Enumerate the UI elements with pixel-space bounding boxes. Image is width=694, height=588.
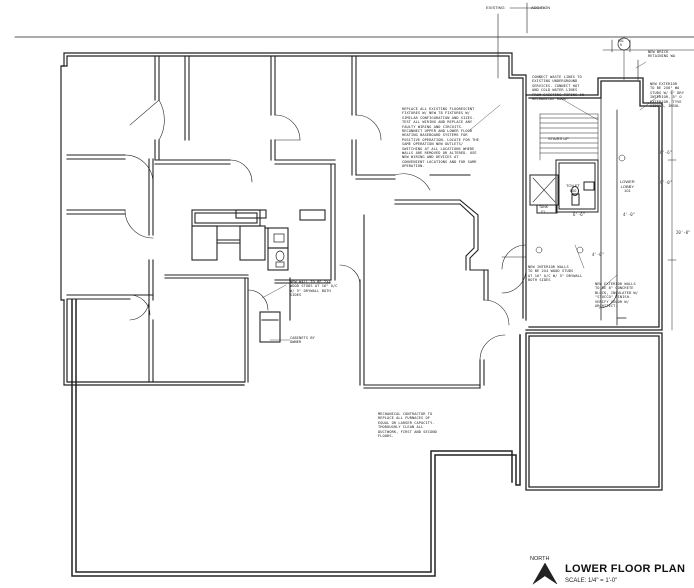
dimension-upper-height: 6'-6" xyxy=(660,150,673,155)
stairs-up-label: STAIRS UP xyxy=(548,136,569,141)
note-new-wall: NEW WALL TO BE 2x4 WOOD STUDS AT 16" o/c… xyxy=(290,280,338,298)
lower-lobby-label: LOWER LOBBY 101 xyxy=(620,179,635,194)
drawing-title: LOWER FLOOR PLAN xyxy=(565,563,686,575)
grid-bubble-label: 001 5 xyxy=(618,39,624,47)
toilet-room-label: TOILET 100 xyxy=(566,183,580,193)
note-interior-walls: NEW INTERIOR WALLS TO BE 2x4 WOOD STUDS … xyxy=(528,265,583,283)
note-exterior-right: NEW EXTERIOR TO BE 2x6" WO STUDS w/ 5" D… xyxy=(650,82,684,109)
drawing-scale: SCALE: 1/4" = 1'-0" xyxy=(565,578,618,584)
north-label: NORTH xyxy=(530,556,550,562)
note-mechanical: MECHANICAL CONTRACTOR TO REPLACE ALL FUR… xyxy=(378,412,437,439)
note-cabinets: CABINETS BY OWNER xyxy=(290,336,315,345)
note-waste-lines: CONNECT WASTE LINES TO EXISTING UNDERGRO… xyxy=(532,75,585,102)
dimension-toilet-width: 6'-6" xyxy=(573,212,586,217)
dimension-lobby-width: 4'-0" xyxy=(623,212,636,217)
note-brick-wall: NEW BRICK RETAINING WA xyxy=(648,50,676,59)
dimension-mid-height: 9'-0" xyxy=(660,180,673,185)
addition-label: ADDITION xyxy=(531,5,551,10)
existing-label: EXISTING xyxy=(486,5,505,10)
note-fixtures: REPLACE ALL EXISTING FLUORESCENT FIXTURE… xyxy=(402,107,479,169)
note-exterior-walls: NEW EXTERIOR WALLS TO BE 8" CONCRETE BLO… xyxy=(595,282,639,309)
dimension-side-width: 4'-0" xyxy=(592,252,605,257)
dimension-total-height: 20'-0" xyxy=(676,230,691,235)
tank-label: TANK EL xyxy=(539,205,549,214)
